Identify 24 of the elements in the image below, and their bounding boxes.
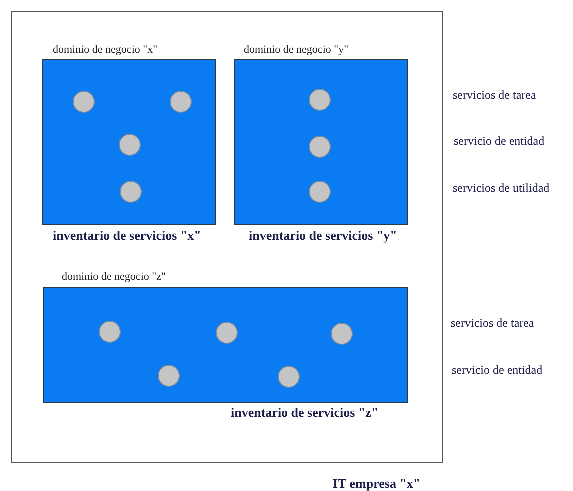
service-circle	[170, 91, 192, 113]
service-circle	[119, 134, 141, 156]
service-layer-label: servicios de tarea	[453, 88, 536, 103]
service-circle	[120, 181, 142, 203]
service-circle	[309, 136, 331, 158]
service-circle	[309, 89, 331, 111]
service-layer-label: servicios de utilidad	[453, 181, 550, 196]
domain-heading: dominio de negocio "x"	[53, 44, 158, 56]
inventory-caption: inventario de servicios "x"	[53, 228, 202, 244]
service-layer-label: servicio de entidad	[454, 134, 545, 149]
service-circle	[158, 365, 180, 387]
service-circle	[331, 323, 353, 345]
service-circle	[309, 181, 331, 203]
domain-heading: dominio de negocio "z"	[62, 271, 166, 283]
service-layer-label: servicio de entidad	[452, 363, 543, 378]
service-circle	[278, 366, 300, 388]
domain-heading: dominio de negocio "y"	[244, 44, 349, 56]
inventory-caption: inventario de servicios "z"	[231, 405, 379, 421]
service-circle	[99, 321, 121, 343]
service-circle	[216, 322, 238, 344]
service-layer-label: servicios de tarea	[451, 316, 534, 331]
enterprise-title: IT empresa "x"	[333, 476, 421, 491]
service-circle	[73, 91, 95, 113]
inventory-caption: inventario de servicios "y"	[249, 228, 398, 244]
